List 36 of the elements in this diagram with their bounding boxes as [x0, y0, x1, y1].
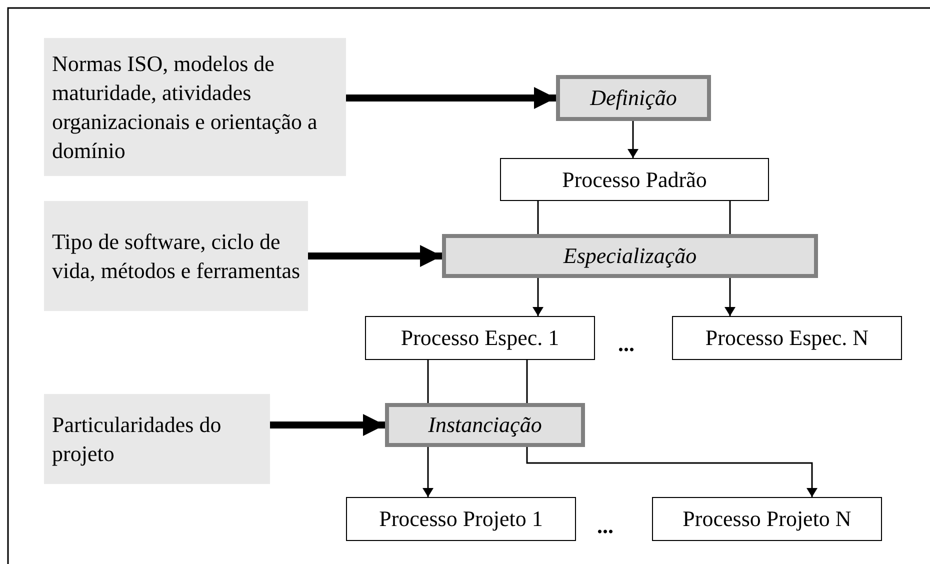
arrow	[422, 447, 434, 497]
note-text: Particularidades do projeto	[52, 411, 222, 468]
process-box	[346, 497, 576, 541]
thick-arrow	[270, 414, 385, 436]
arrow	[526, 447, 818, 497]
input-note-box	[44, 38, 346, 176]
box-label: Processo Espec. 1	[400, 325, 560, 351]
process-box	[500, 158, 769, 201]
connector-line	[427, 360, 429, 403]
box-label: Instanciação	[428, 412, 542, 438]
input-note-box	[44, 394, 270, 484]
connector-line	[729, 201, 731, 234]
ellipsis-label: ...	[597, 515, 614, 537]
arrow	[724, 278, 736, 316]
box-label: Processo Projeto 1	[379, 506, 543, 532]
note-text: Normas ISO, modelos de maturidade, atividades organizacionais e orientação a domínio	[52, 50, 318, 165]
thick-arrow	[346, 87, 556, 109]
note-text: Tipo de software, ciclo de vida, métodos e ferramentas	[52, 228, 300, 285]
box-label: Definição	[590, 85, 677, 111]
connector-line	[526, 360, 528, 403]
thick-arrow	[308, 245, 442, 267]
box-label: Processo Padrão	[562, 166, 707, 192]
activity-box	[385, 403, 585, 447]
box-label: Processo Espec. N	[705, 325, 869, 351]
arrow	[628, 121, 638, 158]
input-note-box	[44, 201, 308, 311]
process-box	[365, 316, 595, 360]
box-label: Processo Projeto N	[682, 506, 852, 532]
ellipsis-label: ...	[618, 333, 634, 355]
process-box	[672, 316, 902, 360]
process-box	[652, 497, 882, 541]
box-label: Especialização	[563, 243, 697, 269]
arrow	[532, 278, 544, 316]
activity-box	[442, 234, 818, 278]
activity-box	[556, 75, 711, 121]
connector-line	[537, 201, 539, 234]
